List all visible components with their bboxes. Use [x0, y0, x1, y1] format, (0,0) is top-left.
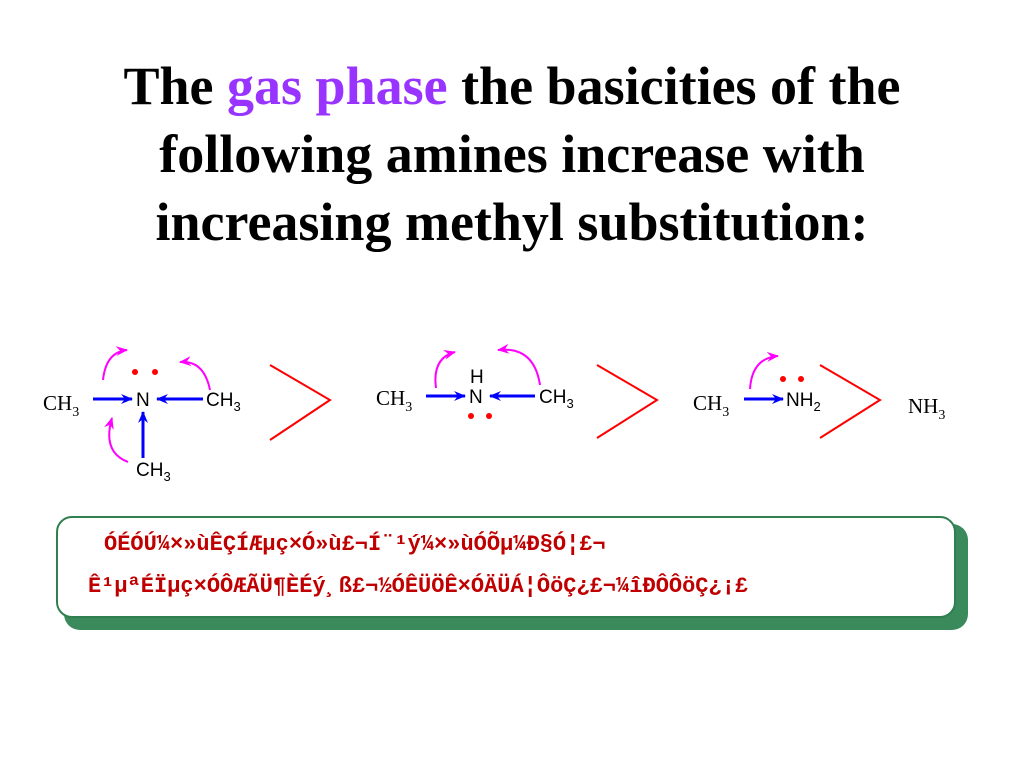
greater-than-sign-2	[596, 364, 659, 439]
dma-nitrogen: N	[469, 387, 483, 408]
dimethylamine-structure: H CH3 N CH3	[376, 343, 574, 419]
tma-curved-arrow-right	[179, 356, 211, 391]
greater-than-sign-3	[819, 364, 882, 439]
dma-lone-pair-dot-2	[486, 413, 492, 419]
tma-lone-pair-dot-2	[152, 369, 158, 375]
tma-curved-arrow-left	[102, 346, 128, 381]
methylamine-structure: CH3 NH2	[693, 351, 821, 420]
ma-lone-pair-dot-2	[798, 376, 804, 382]
ma-lone-pair-dot-1	[780, 376, 786, 382]
dma-hydrogen: H	[470, 367, 484, 388]
explanation-note-box: ÓÉÓÚ¼×»ùÊÇÍÆµç×Ó»ù£¬Í¨¹ý¼×»ùÓÕµ¼Ð§Ó¦£¬ Ê…	[56, 516, 956, 618]
dma-curved-arrow-left	[434, 349, 456, 389]
ma-nh2: NH2	[786, 390, 821, 414]
dma-ch3-left: CH3	[376, 386, 412, 415]
tma-lone-pair-dot-1	[132, 369, 138, 375]
title-prefix: The	[123, 56, 228, 116]
tma-ch3-left: CH3	[43, 391, 79, 420]
tma-ch3-bottom: CH3	[136, 460, 171, 484]
title-highlight: gas phase	[227, 56, 448, 116]
ma-curved-arrow	[749, 351, 779, 390]
dma-curved-arrow-right	[497, 343, 541, 386]
ammonia: NH3	[908, 394, 945, 423]
note-line-1: ÓÉÓÚ¼×»ùÊÇÍÆµç×Ó»ù£¬Í¨¹ý¼×»ùÓÕµ¼Ð§Ó¦£¬	[104, 532, 606, 557]
ma-ch3-left: CH3	[693, 391, 729, 420]
tma-curved-arrow-bottom	[104, 417, 129, 463]
trimethylamine-structure: CH3 N CH3 CH3	[43, 346, 241, 484]
note-line-2: Ê¹µªÉÏµç×ÓÔÆÃÜ¶ÈÉý¸ß£¬½ÓÊÜÖÊ×ÓÄÜÁ¦ÔöÇ¿£¬…	[88, 574, 749, 599]
greater-than-sign-1	[269, 364, 332, 441]
title-rest: the basicities of the following amines i…	[155, 56, 901, 252]
dma-ch3-right: CH3	[539, 387, 574, 411]
dma-lone-pair-dot-1	[468, 413, 474, 419]
tma-nitrogen: N	[136, 390, 150, 411]
tma-ch3-right: CH3	[206, 390, 241, 414]
slide-title: The gas phase the basicities of the foll…	[40, 52, 984, 256]
